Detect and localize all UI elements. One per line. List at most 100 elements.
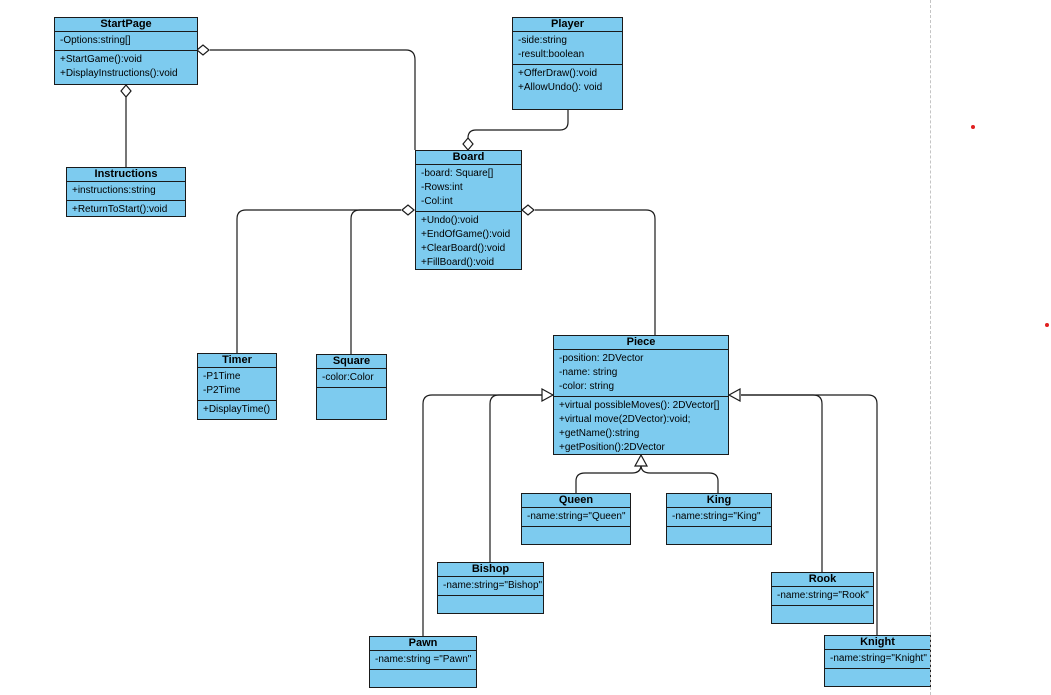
attribute: -name:string ="Pawn" (375, 654, 472, 665)
operations-section (825, 669, 930, 687)
operations-section (772, 606, 873, 624)
operations-section (438, 596, 543, 614)
operation: +AllowUndo(): void (518, 82, 603, 93)
attribute: -side:string (518, 35, 567, 46)
operation: +OfferDraw():void (518, 68, 598, 79)
class-title: Square (317, 355, 386, 369)
aggregation-startpage-board (210, 49, 416, 150)
operation: +ReturnToStart():void (72, 204, 168, 215)
attributes-section: -position: 2DVector -name: string -color… (554, 350, 728, 397)
aggregation-board-piece (535, 209, 656, 335)
arrowhead-right (727, 387, 741, 403)
attributes-section: -name:string="Knight" (825, 650, 930, 669)
class-title: King (667, 494, 771, 508)
arrowhead-bottom (633, 453, 649, 467)
class-queen[interactable]: Queen -name:string="Queen" (521, 493, 631, 545)
class-piece[interactable]: Piece -position: 2DVector -name: string … (553, 335, 729, 455)
operations-section: +OfferDraw():void +AllowUndo(): void (513, 65, 622, 97)
operation: +ClearBoard():void (421, 243, 506, 254)
operations-section: +ReturnToStart():void (67, 201, 185, 219)
attributes-section: -name:string="Bishop" (438, 577, 543, 596)
attributes-section: +instructions:string (67, 182, 185, 201)
class-square[interactable]: Square -color:Color (316, 354, 387, 420)
attribute: -P1Time (203, 371, 241, 382)
attribute: -position: 2DVector (559, 353, 644, 364)
attributes-section: -Options:string[] (55, 32, 197, 51)
marker-dot (971, 125, 975, 129)
class-title: Timer (198, 354, 276, 368)
attribute: -result:boolean (518, 49, 585, 60)
attribute: -name:string="Queen" (527, 511, 626, 522)
class-title: Rook (772, 573, 873, 587)
operation: +Undo():void (421, 215, 479, 226)
class-startpage[interactable]: StartPage -Options:string[] +StartGame()… (54, 17, 198, 85)
attribute: -name: string (559, 367, 618, 378)
class-player[interactable]: Player -side:string -result:boolean +Off… (512, 17, 623, 110)
operations-section: +StartGame():void +DisplayInstructions()… (55, 51, 197, 83)
operations-section (370, 670, 476, 688)
operation: +EndOfGame():void (421, 229, 511, 240)
diamond-startpage-board (196, 44, 210, 56)
attributes-section: -name:string ="Pawn" (370, 651, 476, 670)
class-title: Player (513, 18, 622, 32)
class-title: Bishop (438, 563, 543, 577)
operation: +getName():string (559, 428, 640, 439)
generalization-rook-piece (741, 394, 823, 572)
attribute: -name:string="King" (672, 511, 761, 522)
attributes-section: -color:Color (317, 369, 386, 388)
generalization-knight-piece (741, 394, 878, 635)
class-board[interactable]: Board -board: Square[] -Rows:int -Col:in… (415, 150, 522, 270)
attribute: -Rows:int (421, 182, 463, 193)
class-title: Queen (522, 494, 630, 508)
operation: +StartGame():void (60, 54, 142, 65)
operations-section: +Undo():void +EndOfGame():void +ClearBoa… (416, 212, 521, 272)
attribute: +instructions:string (72, 185, 156, 196)
page-boundary-guide (930, 0, 931, 695)
operation: +getPosition():2DVector (559, 442, 665, 453)
class-instructions[interactable]: Instructions +instructions:string +Retur… (66, 167, 186, 217)
attributes-section: -name:string="King" (667, 508, 771, 527)
attributes-section: -name:string="Queen" (522, 508, 630, 527)
aggregation-board-square (350, 209, 401, 354)
diamond-board-right (521, 204, 535, 216)
class-title: Instructions (67, 168, 185, 182)
class-pawn[interactable]: Pawn -name:string ="Pawn" (369, 636, 477, 688)
operations-section (522, 527, 630, 545)
operations-section (667, 527, 771, 545)
marker-dot (1045, 323, 1049, 327)
class-title: Board (416, 151, 521, 165)
attributes-section: -side:string -result:boolean (513, 32, 622, 65)
class-title: Knight (825, 636, 930, 650)
class-bishop[interactable]: Bishop -name:string="Bishop" (437, 562, 544, 614)
attribute: -name:string="Knight" (830, 653, 927, 664)
attribute: -Options:string[] (60, 35, 131, 46)
attributes-section: -P1Time -P2Time (198, 368, 276, 401)
generalization-bishop-piece (489, 394, 542, 562)
class-title: Pawn (370, 637, 476, 651)
operation: +DisplayInstructions():void (60, 68, 178, 79)
class-title: StartPage (55, 18, 197, 32)
attributes-section: -name:string="Rook" (772, 587, 873, 606)
attribute: -Col:int (421, 196, 453, 207)
class-timer[interactable]: Timer -P1Time -P2Time +DisplayTime() (197, 353, 277, 420)
class-knight[interactable]: Knight -name:string="Knight" (824, 635, 931, 687)
attribute: -color: string (559, 381, 615, 392)
attribute: -color:Color (322, 372, 374, 383)
operations-section: +DisplayTime() (198, 401, 276, 419)
aggregation-player-board (467, 110, 569, 139)
operation: +virtual possibleMoves(): 2DVector[] (559, 400, 720, 411)
class-rook[interactable]: Rook -name:string="Rook" (771, 572, 874, 624)
attribute: -name:string="Bishop" (443, 580, 543, 591)
diamond-startpage-instructions (120, 84, 132, 98)
class-title: Piece (554, 336, 728, 350)
aggregation-board-timer (236, 209, 401, 353)
attributes-section: -board: Square[] -Rows:int -Col:int (416, 165, 521, 212)
class-king[interactable]: King -name:string="King" (666, 493, 772, 545)
generalization-king-piece (640, 464, 719, 493)
operation: +virtual move(2DVector):void; (559, 414, 691, 425)
operation: +DisplayTime() (203, 404, 271, 415)
generalization-queen-piece (575, 464, 642, 493)
arrowhead-left (541, 387, 555, 403)
